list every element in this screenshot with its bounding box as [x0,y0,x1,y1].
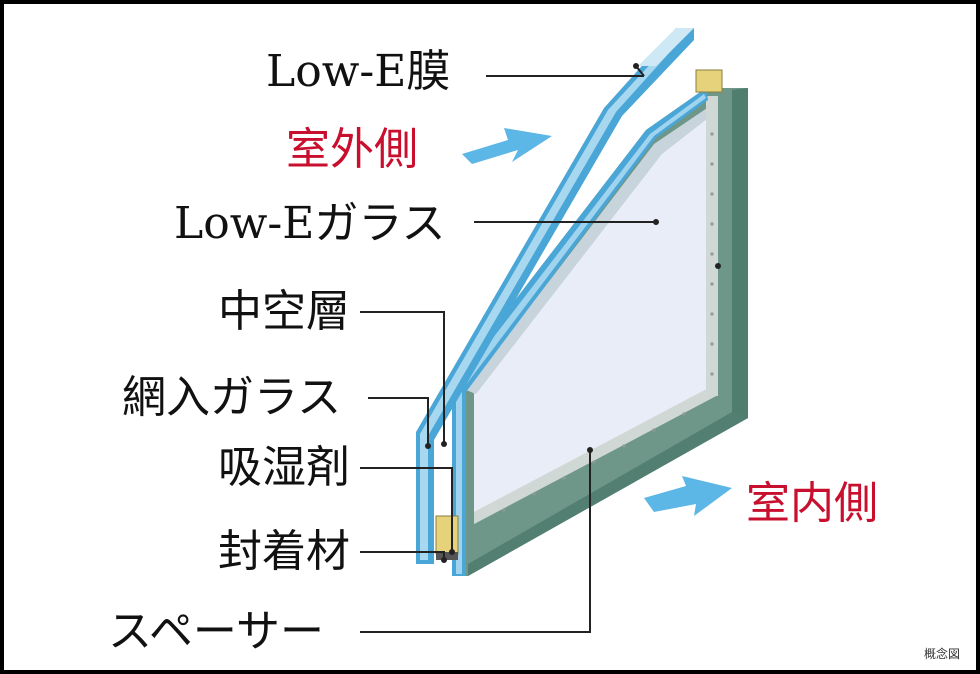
label-wired-glass: 網入ガラス [122,372,342,423]
spacer-top-band [466,102,716,394]
leader-dots [425,63,721,563]
spacer-bottom-strip [474,384,716,524]
top-sealant [695,69,723,93]
label-low-e-glass: Low-Eガラス [174,198,446,249]
inner-pane-right-edge [732,88,748,424]
indoor-arrow [644,476,732,516]
label-outdoor-side: 室外側 [286,124,418,175]
spacer-right-strip [706,96,718,396]
label-indoor-side: 室内側 [746,478,878,529]
bottom-sealant-dark [436,552,458,560]
outdoor-arrow [462,128,552,164]
label-sealant: 封着材 [218,526,350,577]
bottom-sealant [435,515,459,555]
concept-diagram-note: 概念図 [923,647,960,661]
double-glazing-illustration [360,28,748,633]
leader-lines [360,65,656,633]
outer-glass-top-face [638,28,694,66]
label-spacer: スペーサー [108,606,325,657]
inner-pane-bottom-edge [468,412,748,576]
label-air-layer: 中空層 [218,286,350,337]
label-desiccant: 吸湿剤 [218,442,350,493]
spacer-holes [502,132,714,512]
label-low-e-film: Low-E膜 [266,46,451,97]
